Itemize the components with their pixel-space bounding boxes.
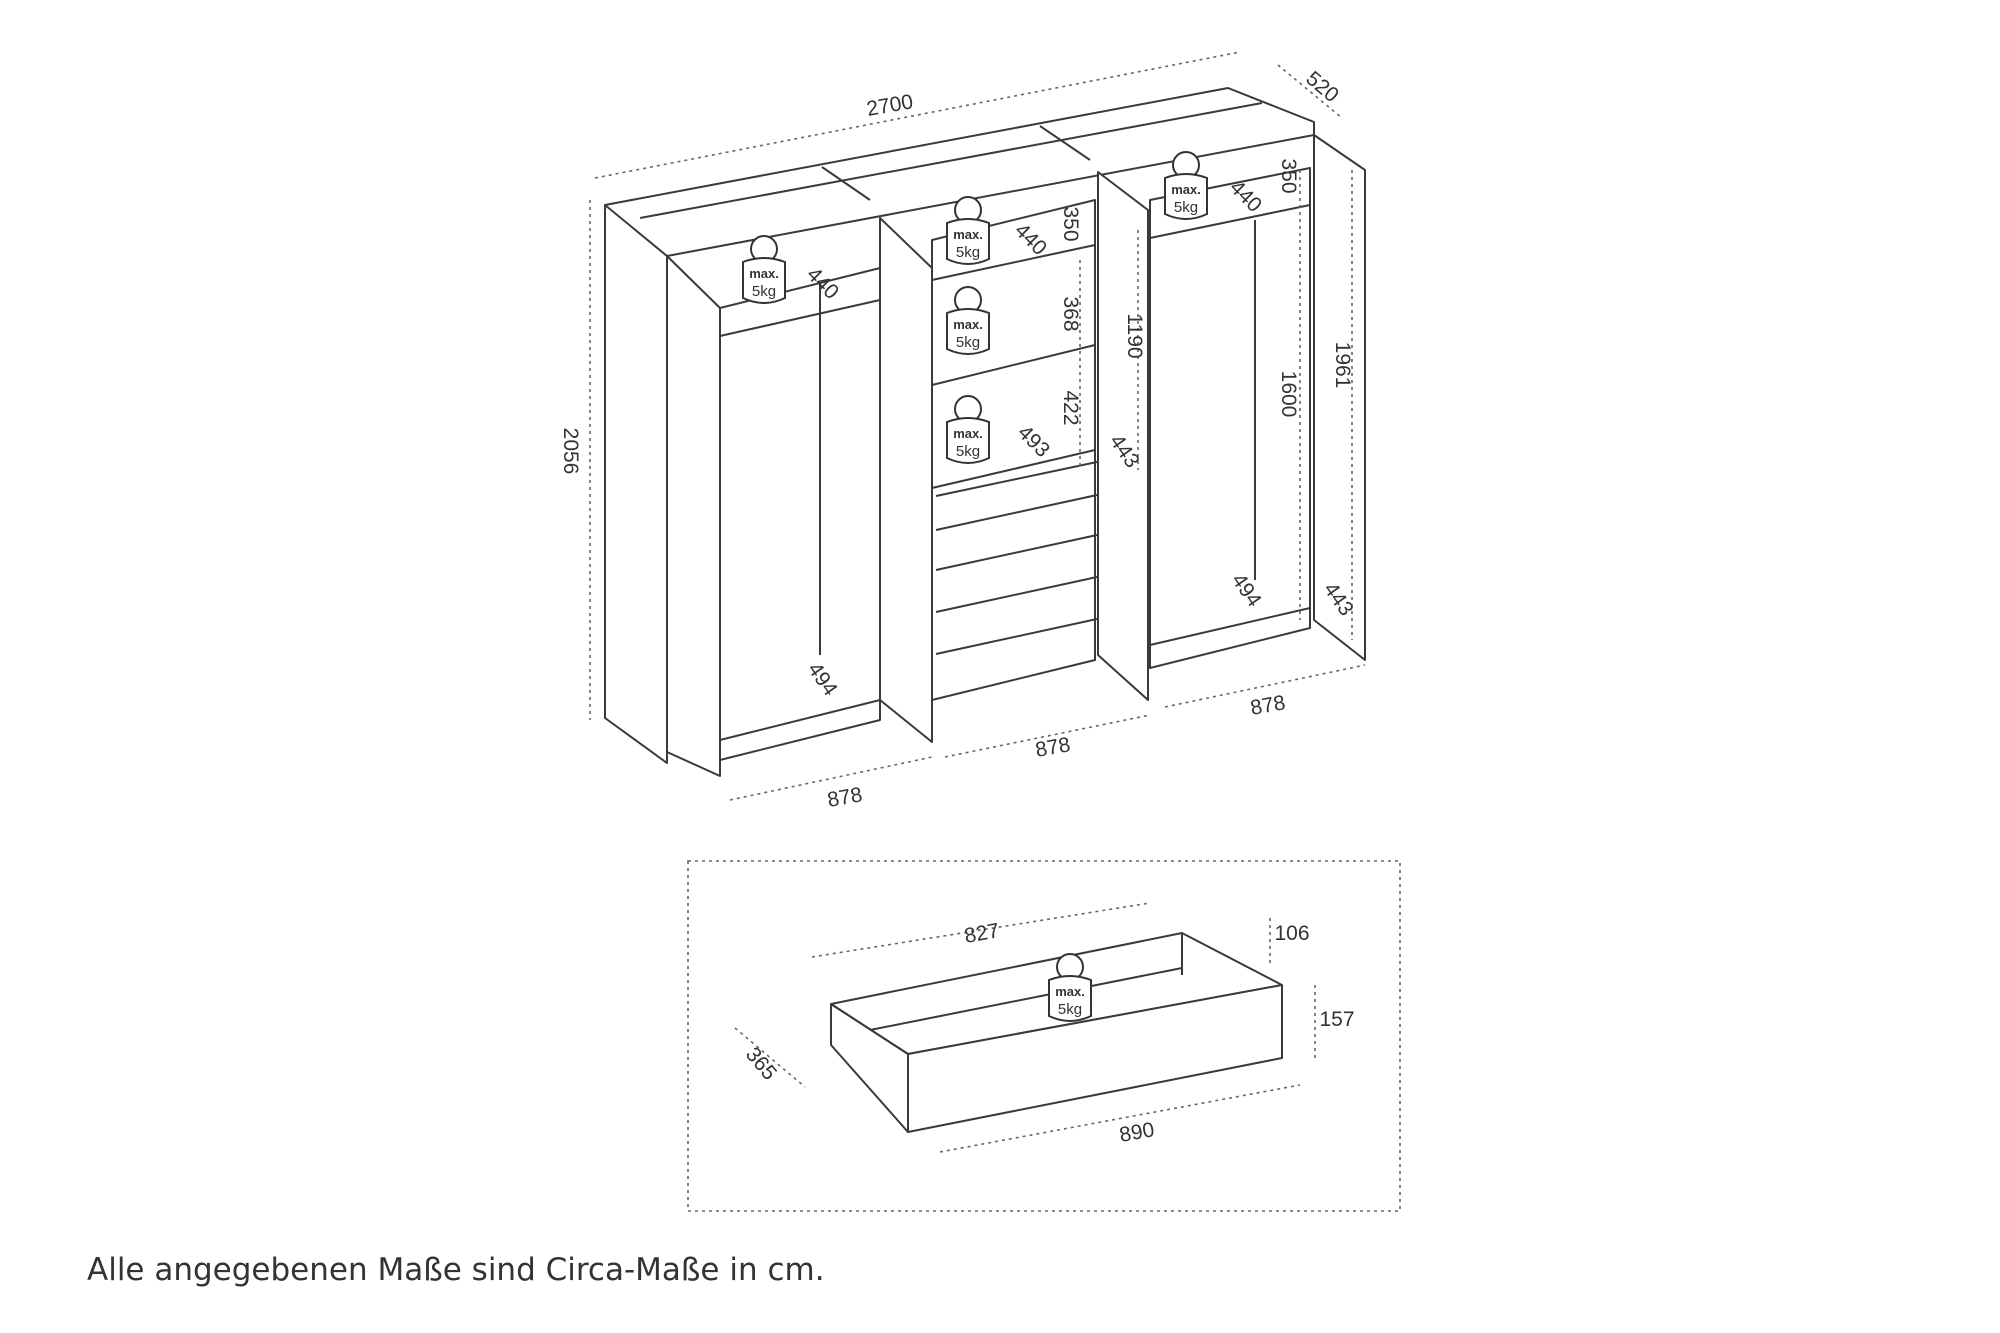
weight-icon: max. 5kg: [742, 235, 786, 304]
weight-kg-label: 5kg: [1058, 1001, 1082, 1018]
wardrobe-dimension-label: 1190: [1123, 313, 1146, 358]
wardrobe-dimension-label: 368: [1059, 296, 1082, 331]
wardrobe-dimension-label: 422: [1059, 390, 1082, 425]
weight-kg-label: 5kg: [956, 443, 980, 460]
weight-kg-label: 5kg: [752, 283, 776, 300]
weight-max-label: max.: [953, 227, 983, 242]
weight-kg-label: 5kg: [1174, 199, 1198, 216]
wardrobe-dimension-label: 440: [1010, 219, 1051, 260]
weight-max-label: max.: [1055, 984, 1085, 999]
wardrobe-dimension-label: 350: [1277, 158, 1300, 193]
drawer-dimension-label: 106: [1274, 922, 1309, 945]
wardrobe-dimension-label: 440: [802, 263, 843, 304]
wardrobe-dimension-label: 494: [1227, 569, 1266, 611]
weight-max-label: max.: [953, 317, 983, 332]
drawer-dimension-label: 827: [963, 919, 1002, 948]
measurement-note: Alle angegebenen Maße sind Circa-Maße in…: [87, 1252, 825, 1288]
dimension-lines: [589, 51, 1401, 1212]
drawer-dimension-label: 365: [741, 1043, 781, 1085]
wardrobe-dimension-label: 520: [1301, 67, 1343, 107]
wardrobe-dimension-label: 440: [1225, 176, 1266, 217]
weight-kg-label: 5kg: [956, 244, 980, 261]
wardrobe-dimension-label: 494: [803, 658, 842, 700]
weight-icon: max. 5kg: [946, 286, 990, 355]
wardrobe-dimension-label: 350: [1059, 206, 1082, 241]
weight-max-label: max.: [1171, 182, 1201, 197]
wardrobe-dimension-label: 878: [1249, 691, 1288, 720]
wardrobe-dimension-label: 878: [1034, 733, 1073, 762]
wardrobe-dimension-label: 878: [826, 783, 865, 812]
wardrobe-dimension-label: 493: [1013, 421, 1054, 462]
wardrobe-dimension-label: 2700: [865, 90, 915, 121]
weight-icon: max. 5kg: [946, 196, 990, 265]
wardrobe-body: [604, 87, 1366, 777]
wardrobe-dimension-label: 1600: [1277, 371, 1300, 418]
weight-max-label: max.: [749, 266, 779, 281]
weight-icon: max. 5kg: [946, 395, 990, 464]
drawer-dimension-label: 157: [1319, 1008, 1354, 1031]
drawer-drawing: [830, 932, 1283, 1133]
wardrobe-dimension-label: 1961: [1331, 342, 1354, 389]
weight-icon: max. 5kg: [1048, 953, 1092, 1022]
drawer-dimension-label: 890: [1118, 1118, 1157, 1147]
weight-icon: max. 5kg: [1164, 151, 1208, 220]
weight-kg-label: 5kg: [956, 334, 980, 351]
wardrobe-dimension-label: 2056: [559, 428, 582, 475]
weight-max-label: max.: [953, 426, 983, 441]
